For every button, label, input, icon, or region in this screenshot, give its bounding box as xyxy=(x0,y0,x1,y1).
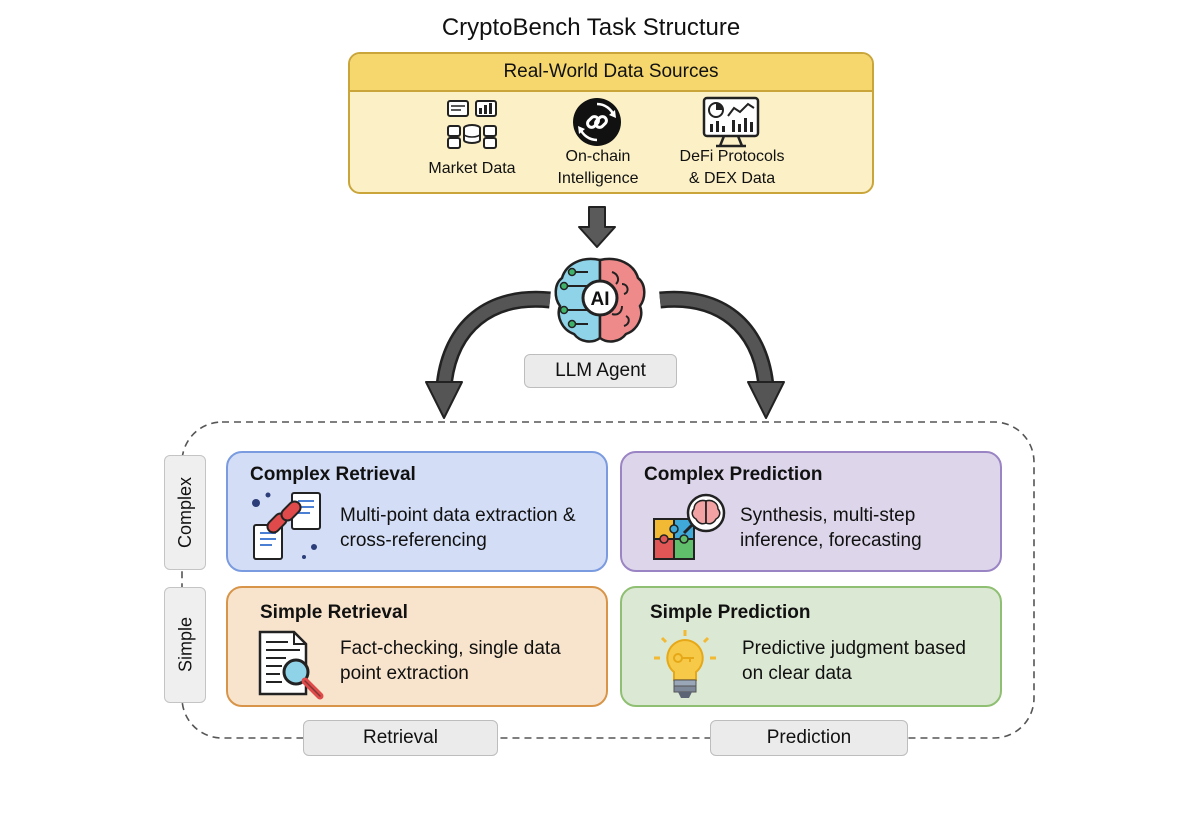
blockchain-link-icon xyxy=(573,98,621,146)
dashboard-chart-icon xyxy=(702,96,760,148)
document-search-icon xyxy=(258,630,324,700)
card-complex-retrieval: Complex Retrieval Multi-point data extra… xyxy=(226,451,608,572)
card-title: Complex Retrieval xyxy=(250,464,416,485)
diagram-title: CryptoBench Task Structure xyxy=(441,14,741,41)
row-label-simple: Simple xyxy=(175,616,196,673)
row-label-complex-box: Complex xyxy=(164,455,206,570)
card-description: Synthesis, multi-step inference, forecas… xyxy=(740,505,922,551)
brain-ai-text: AI xyxy=(591,289,610,310)
card-description: Multi-point data extraction & cross-refe… xyxy=(340,505,576,551)
card-title: Simple Prediction xyxy=(650,602,811,623)
card-simple-prediction: Simple Prediction Predictive judgment ba… xyxy=(620,586,1002,707)
down-arrow xyxy=(578,206,616,248)
row-label-complex: Complex xyxy=(175,476,195,549)
row-label-simple-box: Simple xyxy=(164,587,206,703)
card-simple-retrieval: Simple Retrieval Fact-checking, single d… xyxy=(226,586,608,707)
source-label-defi: DeFi Protocols & DEX Data xyxy=(679,148,785,187)
column-label-prediction: Prediction xyxy=(710,720,908,756)
lightbulb-key-icon xyxy=(654,630,716,698)
curved-arrows xyxy=(425,290,785,419)
task-matrix-outline xyxy=(181,421,1035,739)
ai-brain-icon: AI xyxy=(554,257,646,343)
data-sources-header: Real-World Data Sources xyxy=(350,54,872,92)
puzzle-brain-icon xyxy=(653,493,726,560)
source-label-onchain: On-chain Intelligence xyxy=(557,148,639,187)
linked-documents-icon xyxy=(252,492,321,560)
card-title: Complex Prediction xyxy=(644,464,823,485)
source-label-market: Market Data xyxy=(428,160,516,177)
card-description: Fact-checking, single data point extract… xyxy=(340,638,561,684)
market-data-icon xyxy=(447,100,497,149)
card-complex-prediction: Complex Prediction Synthesis, multi-step… xyxy=(620,451,1002,572)
card-title: Simple Retrieval xyxy=(260,602,408,623)
llm-agent-label: LLM Agent xyxy=(524,354,677,388)
data-sources-panel: Real-World Data Sources Market Data On-c… xyxy=(348,52,874,194)
card-description: Predictive judgment based on clear data xyxy=(742,638,966,684)
column-label-retrieval: Retrieval xyxy=(303,720,498,756)
